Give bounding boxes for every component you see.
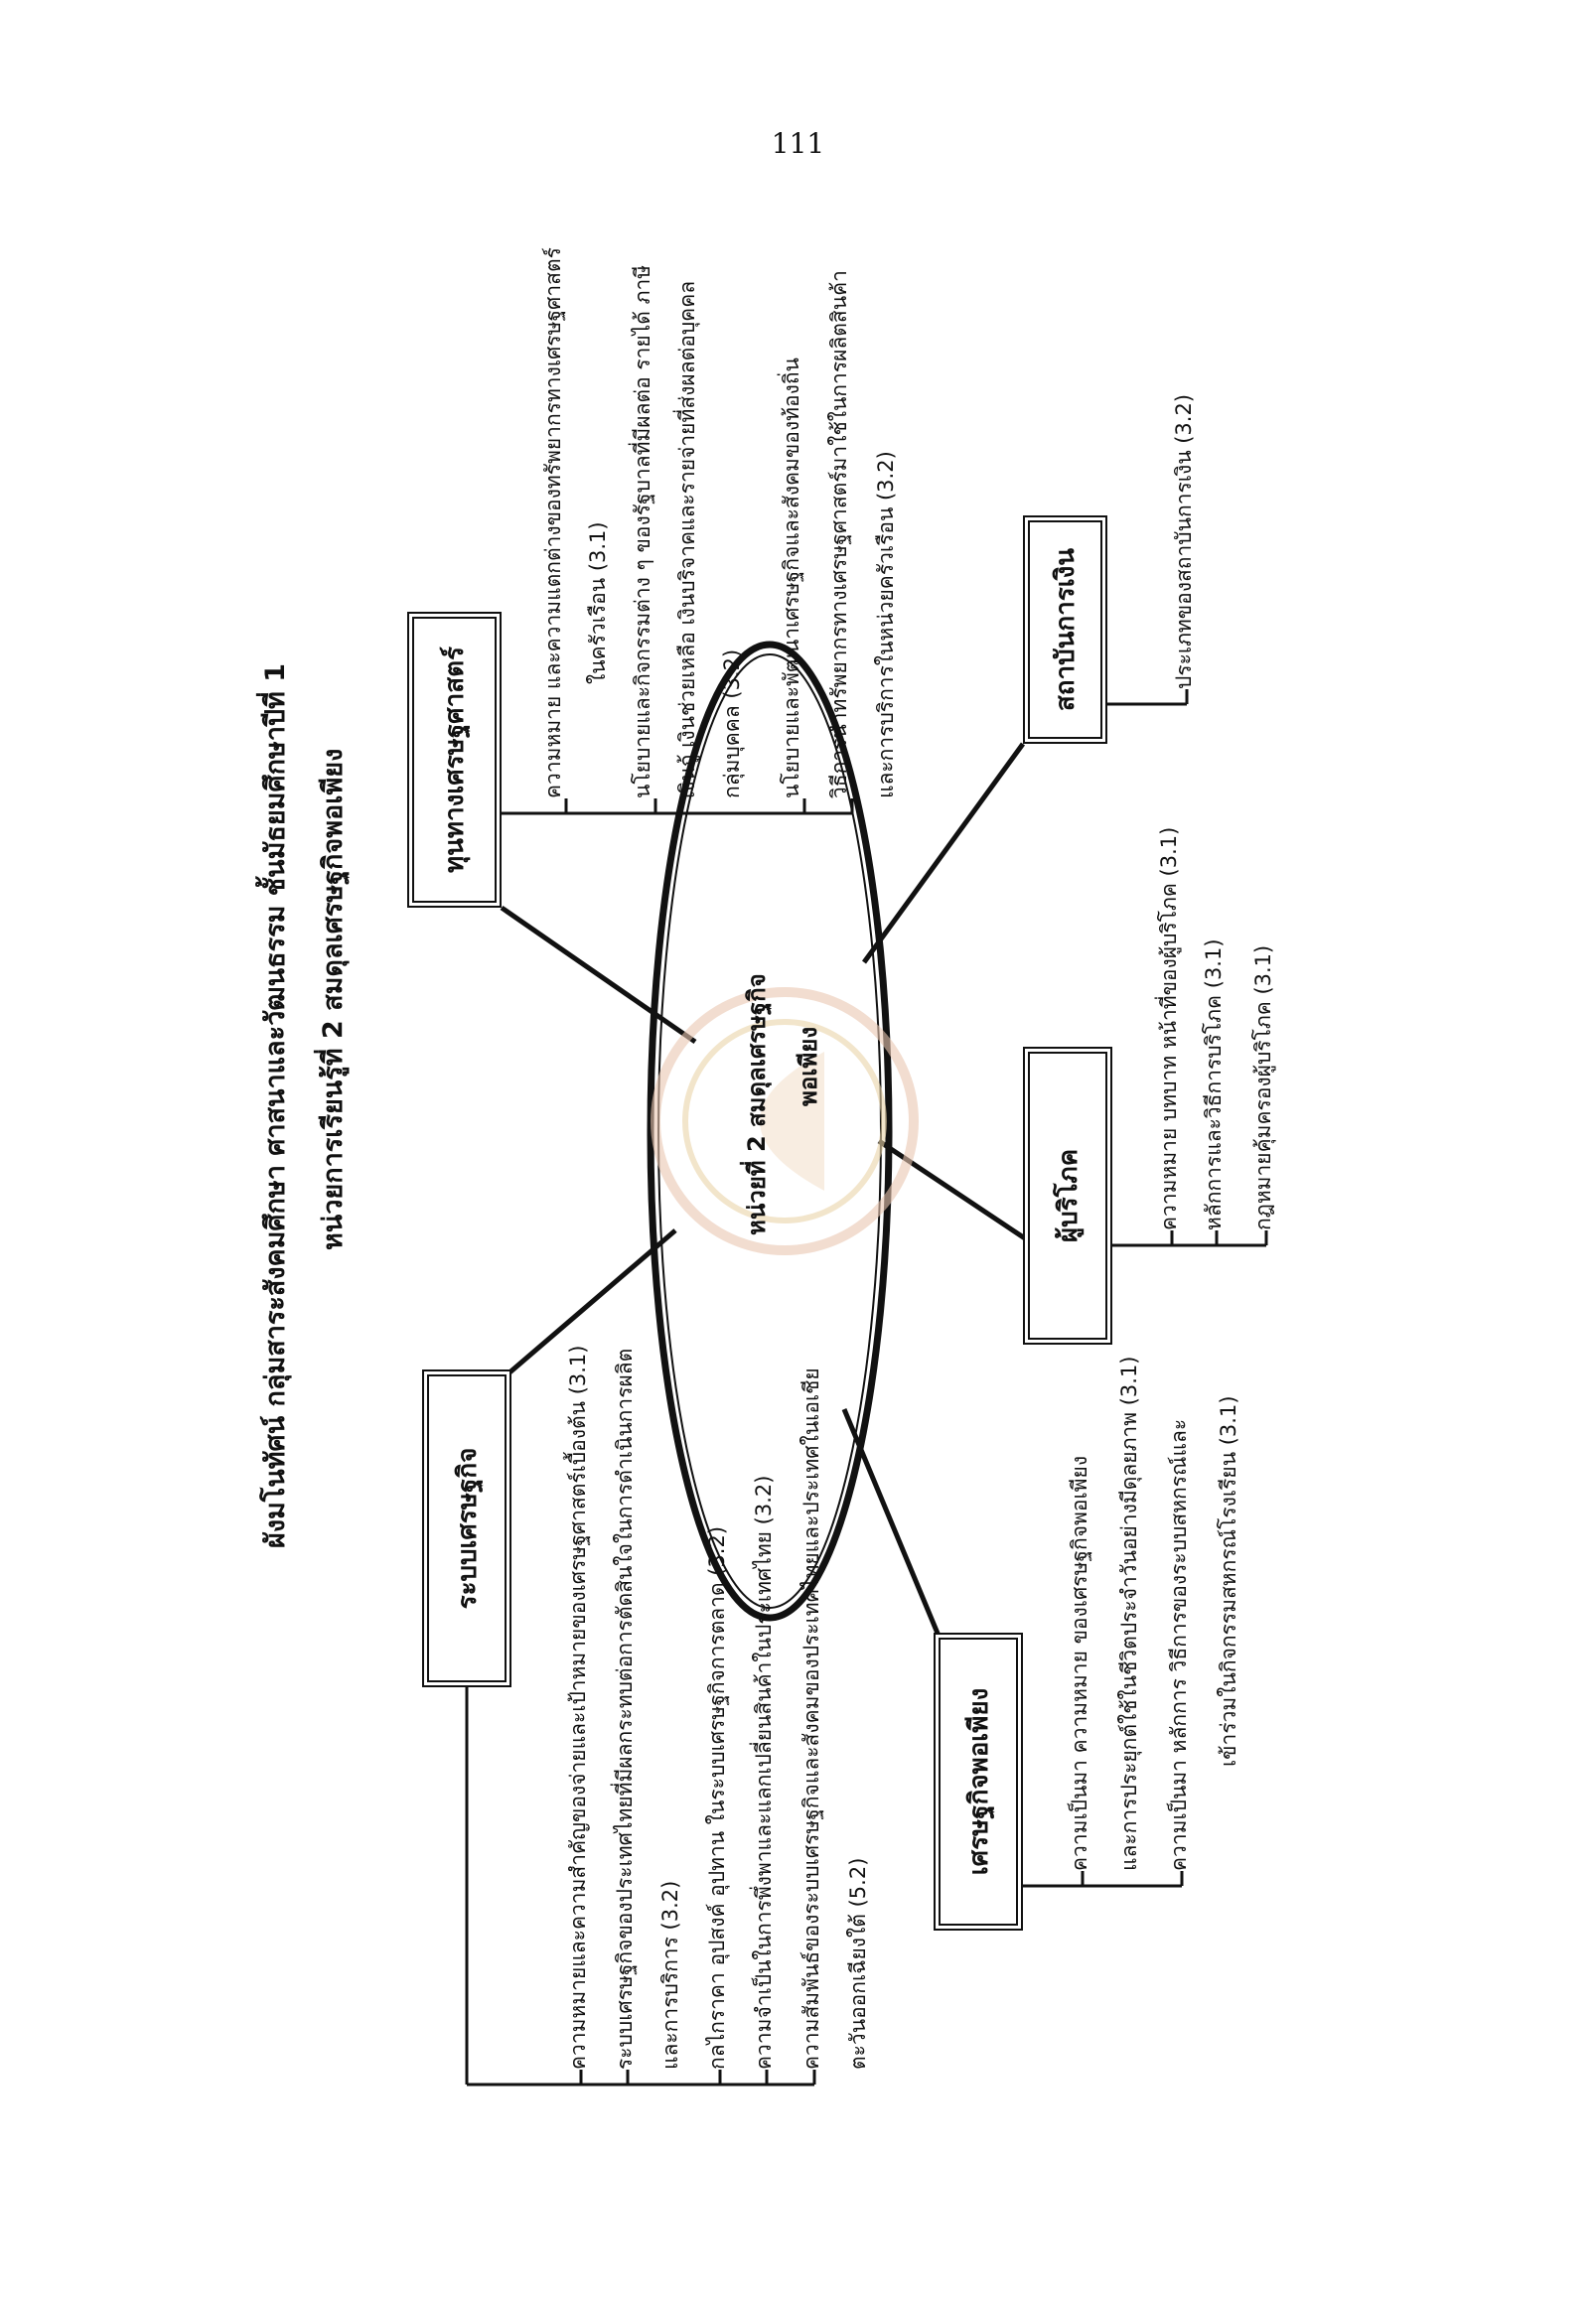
economic-capital-item: นโยบายและพัฒนาเศรษฐกิจและสังคมของท้องถิ่… <box>780 358 803 798</box>
node-sufficiency-economy: เศรษฐกิจพอเพียง <box>934 1633 1023 1931</box>
sufficiency-item: เข้าร่วมในกิจกรรมสหกรณ์โรงเรียน (3.1) <box>1217 1395 1240 1767</box>
node-economic-capital: ทุนทางเศรษฐศาสตร์ <box>407 612 502 908</box>
sufficiency-item: ความเป็นมา หลักการ วิธีการของระบบสหกรณ์แ… <box>1167 1418 1191 1871</box>
economic-system-item: และการบริการ (3.2) <box>658 1880 682 2070</box>
diagram-title-line1: ผังมโนทัศน์ กลุ่มสาระสังคมศึกษา ศาสนาและ… <box>260 662 291 1548</box>
link-financial-inst <box>861 742 1026 964</box>
economic-capital-item: และการบริการในหน่วยครัวเรือน (3.2) <box>874 451 898 798</box>
seal-watermark <box>651 987 919 1255</box>
diagram-title-line2: หน่วยการเรียนรู้ที่ 2 สมดุลเศรษฐกิจพอเพี… <box>318 748 349 1250</box>
node-consumer: ผู้บริโภค <box>1023 1047 1112 1345</box>
node-financial-institution: สถาบันการเงิน <box>1023 515 1107 744</box>
economic-system-item: ระบบเศรษฐกิจของประเทศไทยที่มีผลกระทบต่อก… <box>613 1348 637 2070</box>
economic-capital-item: ความหมาย และความแตกต่างของทรัพยากรทางเศร… <box>541 247 565 798</box>
economic-capital-item: วิธีการนำทรัพยากรทางเศรษฐศาสตร์มาใช้ในกา… <box>827 270 851 798</box>
economic-capital-item: นโยบายและกิจกรรมต่าง ๆ ของรัฐบาลที่มีผลต… <box>631 264 654 798</box>
economic-system-item: ความสัมพันธ์ของระบบเศรษฐกิจและสังคมของปร… <box>799 1367 823 2070</box>
economic-capital-item: กลุ่มบุคคล (3.2) <box>720 648 744 798</box>
center-text-line1: หน่วยที่ 2 สมดุลเศรษฐกิจ <box>743 973 771 1235</box>
economic-system-item: ความจำเป็นในการพึ่งพาและแลกเปลี่ยนสินค้า… <box>752 1475 776 2070</box>
economic-capital-item: ในครัวเรือน (3.1) <box>586 521 610 684</box>
economic-system-item: ความหมายและความสำคัญของจ่ายและเป้าหมายขอ… <box>566 1345 590 2070</box>
consumer-item: กฎหมายคุ้มครองผู้บริโภค (3.1) <box>1251 944 1275 1230</box>
economic-capital-item: เงินกู้ เงินช่วยเหลือ เงินบริจาคและรายจ่… <box>675 280 699 798</box>
center-text-line2: พอเพียง <box>795 1026 822 1106</box>
sufficiency-item: และการประยุกต์ใช้ในชีวิตประจำวันอย่างมีด… <box>1117 1356 1141 1872</box>
link-economic-capital <box>500 905 697 1045</box>
sufficiency-item: ความเป็นมา ความหมาย ของเศรษฐกิจพอเพียง <box>1068 1455 1091 1871</box>
consumer-item: ความหมาย บทบาท หน้าที่ของผู้บริโภค (3.1) <box>1157 826 1181 1230</box>
page-number: 111 <box>771 127 825 160</box>
economic-system-item: ตะวันออกเฉียงใต้ (5.2) <box>846 1857 870 2070</box>
center-ellipse <box>647 641 893 1622</box>
consumer-item: หลักการและวิธีการบริโภค (3.1) <box>1202 938 1226 1230</box>
node-economic-system: ระบบเศรษฐกิจ <box>422 1369 511 1687</box>
financial-item: ประเภทของสถาบันการเงิน (3.2) <box>1172 393 1196 689</box>
economic-system-item: กลไกราคา อุปสงค์ อุปทาน ในระบบเศรษฐกิจกา… <box>705 1525 729 2070</box>
